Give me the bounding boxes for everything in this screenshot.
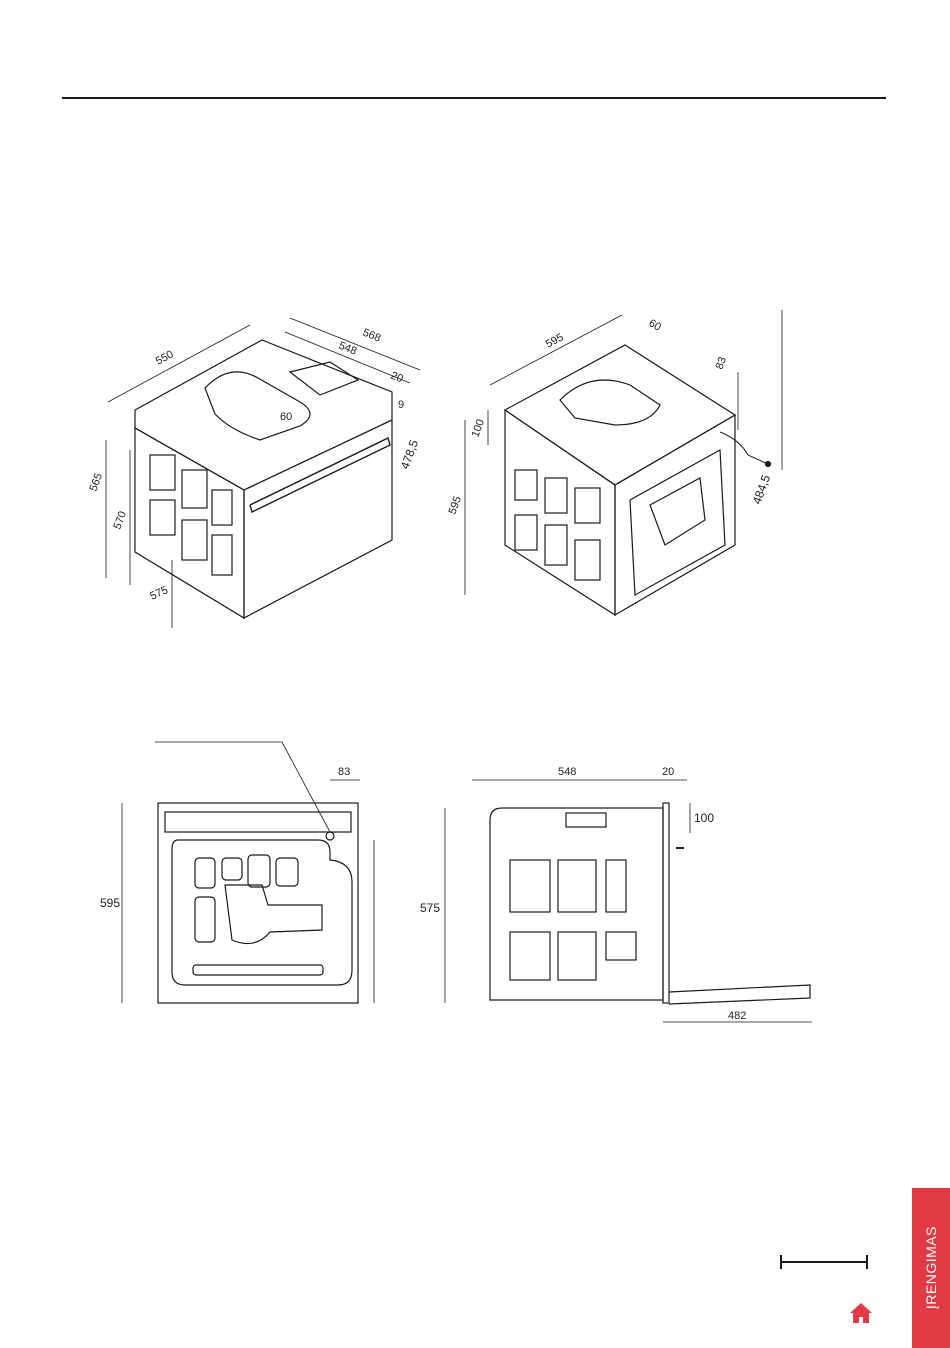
dim-side-548: 548 <box>558 766 576 778</box>
dim-side-20: 20 <box>662 766 674 778</box>
side-view-door-frame <box>663 803 669 1003</box>
side-panel-b <box>558 860 596 912</box>
section-tab[interactable]: ĮRENGIMAS <box>912 1188 950 1348</box>
side-panel-d <box>510 932 550 980</box>
scale-bar <box>780 1253 868 1271</box>
home-icon[interactable] <box>849 1302 873 1324</box>
side-panel-a <box>510 860 550 912</box>
side-panel-f <box>606 932 636 960</box>
section-tab-label: ĮRENGIMAS <box>923 1226 939 1309</box>
side-panel-e <box>558 932 596 980</box>
dim-side-100: 100 <box>694 811 714 825</box>
side-view-outline <box>490 808 663 1000</box>
dim-side-482: 482 <box>728 1010 746 1022</box>
side-panel-c <box>606 860 626 912</box>
side-view-vent <box>566 813 606 827</box>
open-door <box>669 985 810 1004</box>
dim-side-575: 575 <box>420 901 440 915</box>
